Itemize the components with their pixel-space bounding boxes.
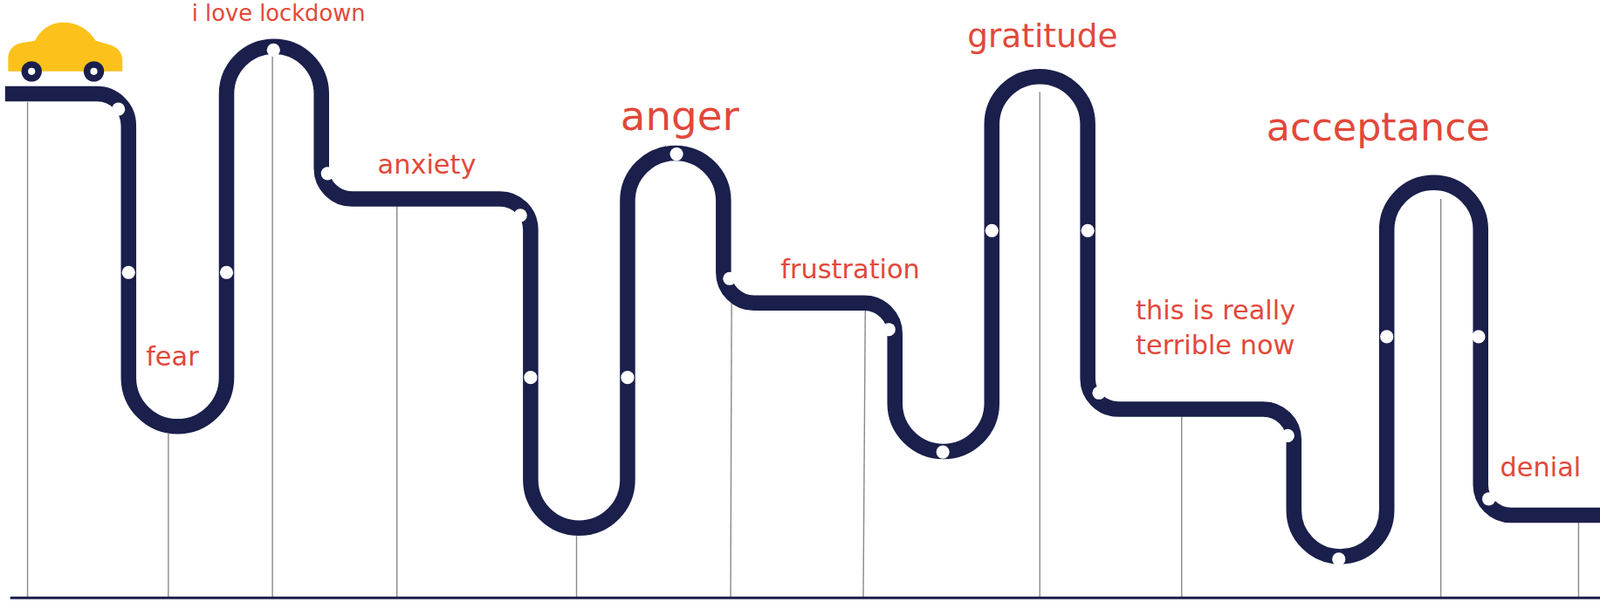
stage-label: denial: [1499, 451, 1600, 487]
stage-label: acceptance: [1266, 102, 1512, 153]
road-track: [5, 46, 1600, 557]
stage-label: this is really terrible now: [1135, 294, 1315, 364]
stage-label: anger: [620, 89, 825, 143]
car-icon: [7, 22, 123, 83]
stage-label: fear: [145, 340, 268, 376]
baseline: [10, 597, 1600, 600]
leader-lines: [27, 55, 1580, 598]
stage-label: i love lockdown: [192, 0, 458, 29]
stage-label: gratitude: [967, 15, 1172, 59]
stage-label: anxiety: [377, 148, 542, 184]
stage-label: frustration: [780, 253, 985, 289]
